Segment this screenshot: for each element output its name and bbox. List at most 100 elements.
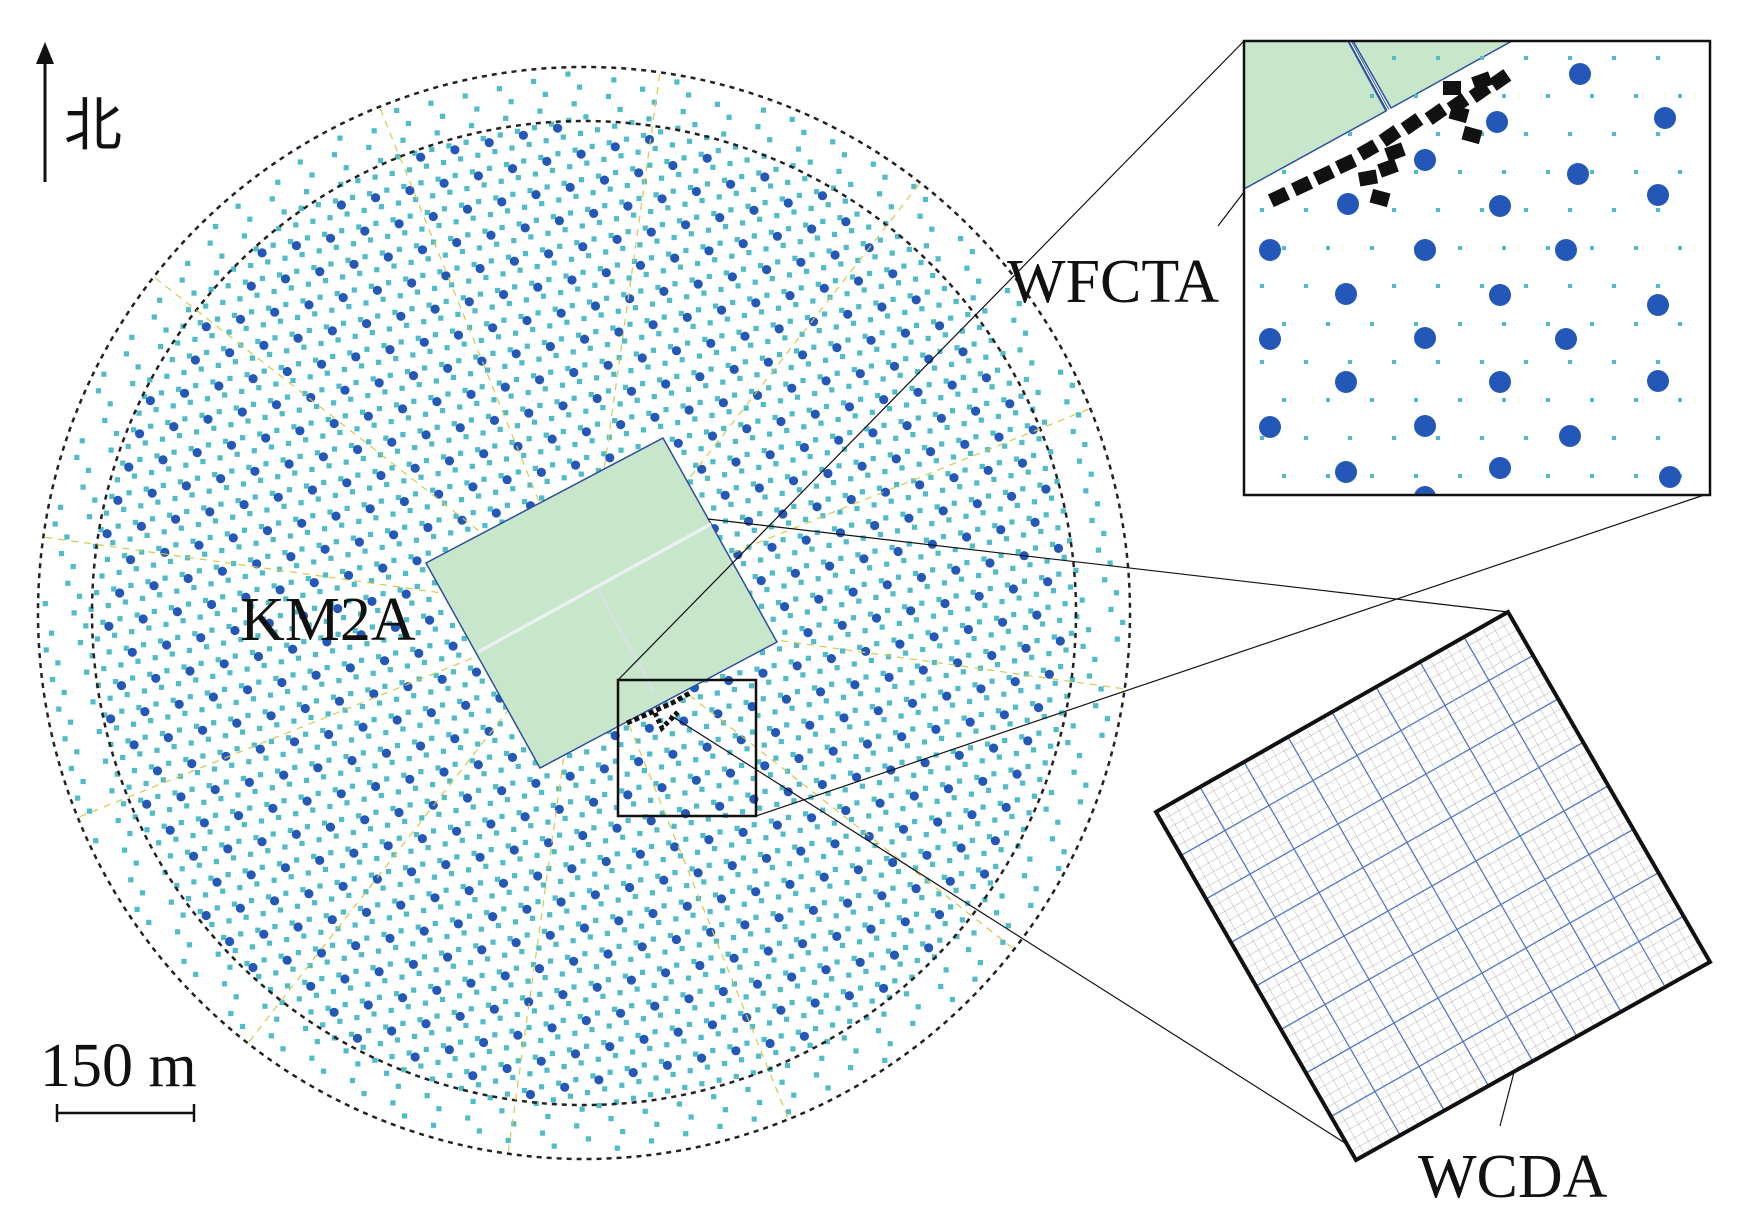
em-detector xyxy=(330,648,336,654)
muon-detector xyxy=(468,1071,478,1081)
em-detector xyxy=(127,536,133,542)
muon-detector xyxy=(738,827,748,838)
em-detector xyxy=(863,380,869,386)
em-detector xyxy=(962,467,968,473)
inset-em-detector xyxy=(1414,398,1418,402)
muon-detector xyxy=(138,614,148,624)
em-detector xyxy=(978,417,984,423)
em-detector xyxy=(912,865,919,871)
muon-detector xyxy=(808,905,819,916)
muon-detector xyxy=(165,825,175,835)
muon-detector xyxy=(502,1063,512,1074)
inset-em-detector xyxy=(1546,322,1550,326)
em-detector xyxy=(200,753,206,759)
em-detector xyxy=(814,824,820,830)
em-detector xyxy=(65,580,71,586)
em-detector xyxy=(830,139,836,145)
muon-detector xyxy=(426,708,436,718)
em-detector xyxy=(181,370,187,376)
em-detector xyxy=(733,485,739,491)
em-detector xyxy=(160,482,166,489)
muon-detector xyxy=(500,971,510,981)
em-detector xyxy=(839,896,845,902)
em-detector xyxy=(220,299,226,305)
em-detector xyxy=(194,429,200,435)
em-detector xyxy=(914,957,920,964)
em-detector xyxy=(656,919,662,926)
em-detector xyxy=(438,315,444,321)
em-detector xyxy=(950,748,956,754)
em-detector xyxy=(534,852,540,858)
em-detector xyxy=(1026,810,1032,816)
em-detector xyxy=(752,574,758,580)
muon-detector xyxy=(142,799,152,809)
em-detector xyxy=(265,259,271,265)
em-detector xyxy=(666,251,672,257)
em-detector xyxy=(1015,549,1021,555)
em-detector xyxy=(479,678,485,684)
em-detector xyxy=(354,1015,360,1021)
em-detector xyxy=(975,526,981,532)
em-detector xyxy=(878,283,884,289)
zoom-region-box xyxy=(616,678,758,818)
em-detector xyxy=(221,686,228,692)
em-detector xyxy=(186,647,192,653)
muon-detector xyxy=(466,978,476,988)
em-detector xyxy=(476,199,482,205)
em-detector xyxy=(213,270,220,276)
em-detector xyxy=(453,513,459,519)
em-detector xyxy=(511,238,517,244)
em-detector xyxy=(673,327,679,333)
em-detector xyxy=(878,578,884,584)
em-detector xyxy=(185,895,192,902)
em-detector xyxy=(893,435,899,441)
muon-detector xyxy=(893,546,903,557)
em-detector xyxy=(667,932,673,939)
em-detector xyxy=(125,443,131,450)
muon-detector xyxy=(158,455,168,465)
em-detector xyxy=(700,244,706,250)
em-detector xyxy=(416,970,422,976)
em-detector xyxy=(458,202,465,208)
em-detector xyxy=(500,860,506,866)
em-detector xyxy=(769,570,775,576)
em-detector xyxy=(697,694,703,700)
em-detector xyxy=(223,779,229,785)
sector-line xyxy=(507,642,581,1153)
em-detector xyxy=(1044,558,1050,564)
muon-detector xyxy=(280,863,291,873)
em-detector xyxy=(729,253,735,259)
em-detector xyxy=(798,285,804,291)
em-detector xyxy=(466,913,473,919)
muon-detector xyxy=(140,707,150,717)
em-detector xyxy=(677,853,683,859)
em-detector xyxy=(1021,826,1027,832)
inset-em-detector xyxy=(1458,474,1462,478)
em-detector xyxy=(331,400,337,406)
em-detector xyxy=(525,978,531,984)
em-detector xyxy=(550,1097,556,1103)
em-detector xyxy=(622,973,628,979)
em-detector xyxy=(695,896,701,902)
em-detector xyxy=(75,795,81,801)
em-detector xyxy=(978,711,984,718)
em-detector xyxy=(710,164,716,170)
em-detector xyxy=(320,727,326,734)
muon-detector xyxy=(612,234,622,244)
em-detector xyxy=(641,768,647,774)
em-detector xyxy=(798,874,804,880)
em-detector xyxy=(231,266,237,272)
em-detector xyxy=(993,569,999,575)
em-detector xyxy=(903,356,909,362)
muon-detector xyxy=(380,656,390,666)
em-detector xyxy=(679,357,685,363)
em-detector xyxy=(794,348,800,354)
em-detector xyxy=(726,703,732,709)
em-detector xyxy=(154,453,160,459)
em-detector xyxy=(194,723,200,729)
em-detector xyxy=(297,748,303,754)
em-detector xyxy=(149,469,155,476)
em-detector xyxy=(382,978,388,984)
em-detector xyxy=(203,644,210,650)
em-detector xyxy=(576,378,583,385)
